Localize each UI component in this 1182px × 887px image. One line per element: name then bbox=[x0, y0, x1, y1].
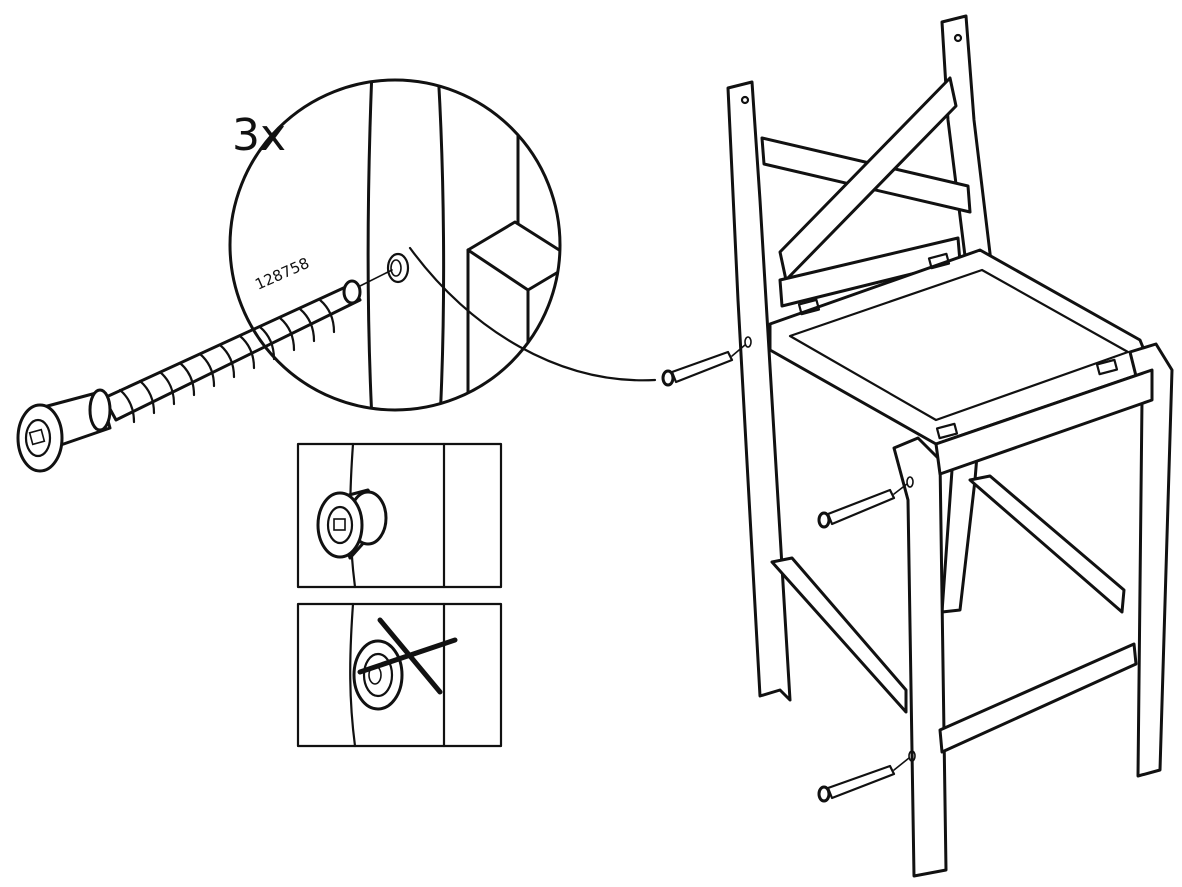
leader-line bbox=[408, 246, 657, 382]
bolt-icon bbox=[661, 344, 746, 387]
correct-flush-example bbox=[296, 442, 503, 589]
drill-hole-icon bbox=[386, 252, 410, 284]
bolt-icon bbox=[817, 483, 908, 529]
x-mark-icon bbox=[357, 617, 458, 695]
magnifier-detail bbox=[228, 78, 657, 412]
incorrect-example bbox=[296, 602, 503, 748]
bolt-icon bbox=[16, 269, 393, 473]
bar-stool bbox=[726, 14, 1174, 878]
bolt-icon bbox=[817, 757, 910, 803]
magnifier-circle bbox=[228, 78, 562, 412]
part-number: 128758 bbox=[252, 254, 312, 294]
